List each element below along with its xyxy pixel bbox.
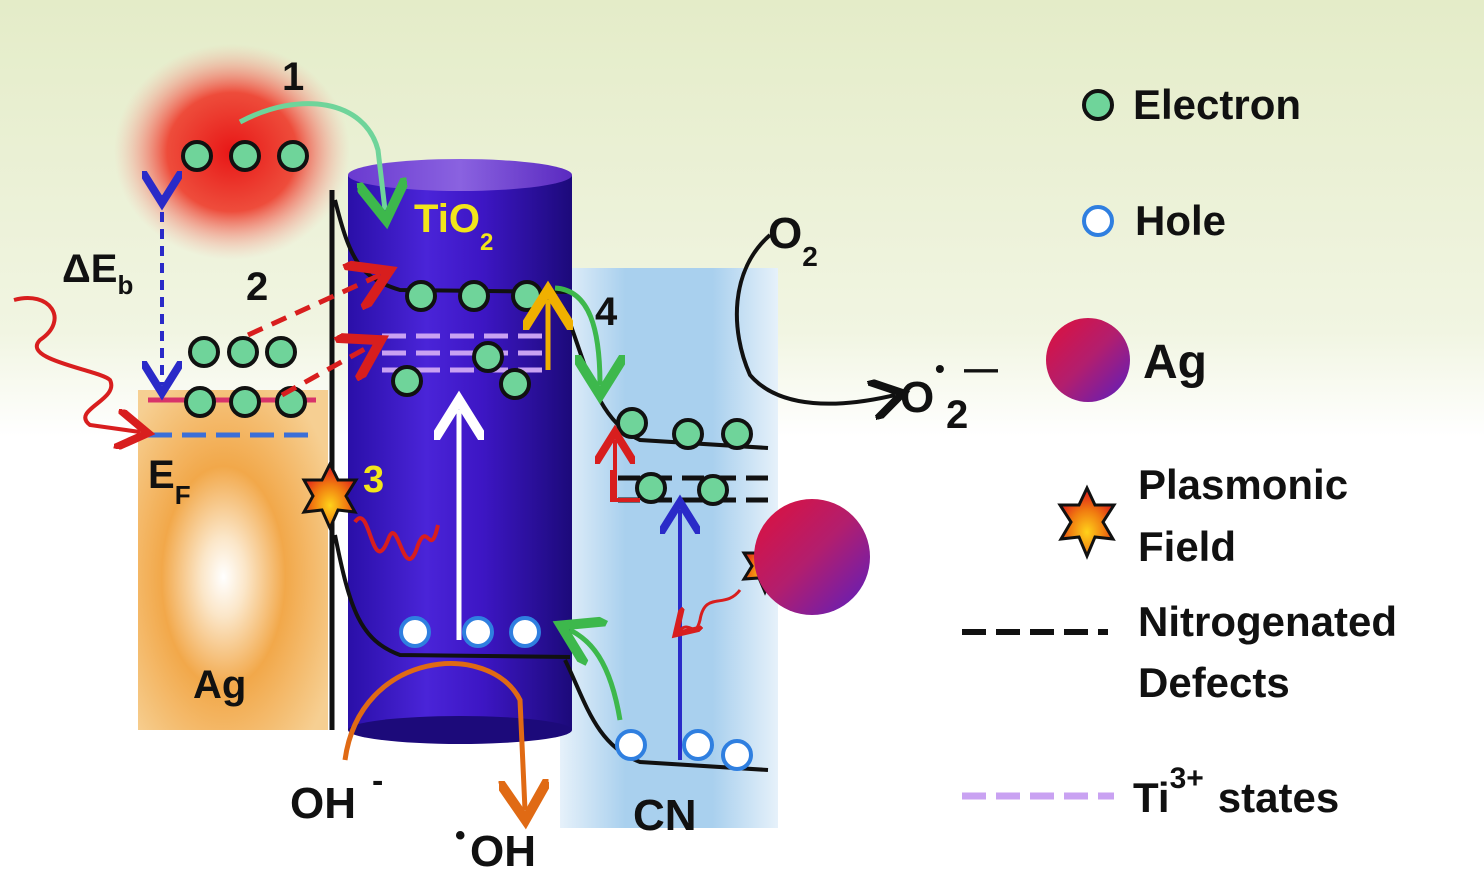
step-1-label: 1 (282, 55, 304, 99)
svg-text:OH: OH (290, 779, 356, 828)
electron-icon (635, 472, 667, 504)
legend-ag: Ag (1143, 336, 1207, 389)
electron-icon (511, 280, 543, 312)
plasmonic-star-icon (1057, 484, 1117, 560)
electron-icon (672, 418, 704, 450)
electrons (181, 140, 753, 506)
electron-icon (697, 474, 729, 506)
plasmon-wave-3 (353, 516, 440, 562)
svg-text:•: • (455, 819, 466, 852)
superoxide-label: O • 2 — (900, 350, 998, 437)
electron-icon (499, 368, 531, 400)
incident-light-wave (13, 296, 140, 432)
hole-icon (509, 616, 541, 648)
electron-icon (391, 365, 423, 397)
ag-particle-icon (754, 499, 870, 615)
delta-e-label: ΔEb (62, 247, 133, 300)
o2-reduction-arrow (734, 233, 895, 404)
electron-icon (1082, 89, 1114, 121)
electron-icon (472, 341, 504, 373)
electron-icon (181, 140, 213, 172)
hole-transfer-to-tio2 (570, 630, 623, 721)
hole-icon (615, 729, 647, 761)
hole-icon (1082, 205, 1114, 237)
ag-block (138, 390, 328, 730)
ti3-states (382, 333, 545, 373)
hot-electron-arrow-lower (280, 345, 372, 398)
electron-icon (265, 336, 297, 368)
svg-text:O: O (900, 373, 934, 422)
legend-defects-line2: Defects (1138, 659, 1290, 706)
plasmon-wave-cn (680, 589, 742, 630)
ag-particle-icon (1046, 318, 1130, 402)
svg-text:OH: OH (470, 827, 536, 874)
ag-block-label: Ag (193, 663, 246, 707)
legend-electron: Electron (1133, 81, 1301, 128)
electron-icon (458, 280, 490, 312)
svg-text:-: - (372, 762, 383, 800)
holes (399, 616, 753, 771)
svg-text:2: 2 (946, 393, 968, 437)
electron-icon (721, 418, 753, 450)
step-4-label: 4 (595, 290, 618, 334)
electron-icon (229, 386, 261, 418)
electron-icon (227, 336, 259, 368)
electron-icon (188, 336, 220, 368)
electron-icon (405, 280, 437, 312)
hydroxide-label: OH - (290, 762, 383, 828)
hole-icon (462, 616, 494, 648)
legend-ti3: Ti3+states (1133, 762, 1339, 821)
step-2-label: 2 (246, 265, 268, 309)
hole-icon (721, 739, 753, 771)
cn-label: CN (633, 791, 697, 840)
arrow-glow-to-tio2 (238, 101, 385, 210)
electron-icon (277, 140, 309, 172)
red-up-arrow-base (610, 470, 640, 502)
legend: Electron Hole Ag Plasmonic Field Nitroge… (962, 81, 1397, 821)
electron-transfer-to-cn (554, 285, 600, 385)
hole-icon (682, 729, 714, 761)
electron-icon (616, 407, 648, 439)
step-3-label: 3 (363, 459, 384, 501)
tio2-vb-curve (333, 534, 571, 659)
tio2-label: TiO2 (414, 197, 493, 256)
legend-plasmonic-line1: Plasmonic (1138, 461, 1348, 508)
legend-hole: Hole (1135, 197, 1226, 244)
o2-label: O2 (768, 209, 818, 272)
svg-text:•: • (935, 353, 945, 384)
fermi-label: EF (148, 453, 191, 510)
electron-icon (229, 140, 261, 172)
legend-plasmonic-line2: Field (1138, 523, 1236, 570)
hole-icon (399, 616, 431, 648)
electron-icon (184, 386, 216, 418)
oh-oxidation-arrow (342, 661, 525, 810)
plasmonic-star-icon (301, 460, 359, 532)
legend-defects-line1: Nitrogenated (1138, 598, 1397, 645)
hydroxyl-radical-label: • OH (455, 819, 536, 874)
svg-text:—: — (964, 350, 998, 388)
